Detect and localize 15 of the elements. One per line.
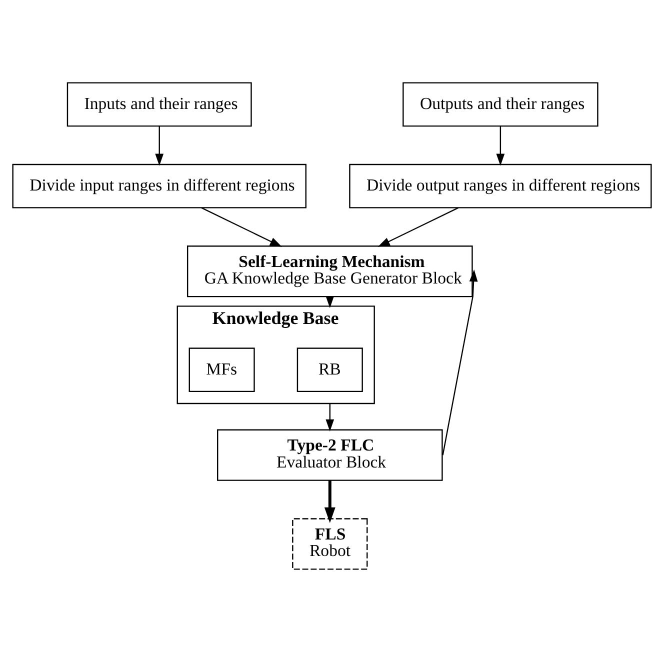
arrow [496, 126, 505, 166]
arrow [155, 126, 164, 166]
node-box: Inputs and their ranges [66, 82, 252, 127]
node-box: Divide input ranges in different regions [12, 164, 306, 208]
node-box: FLS Robot [292, 518, 368, 570]
node-box: Divide output ranges in different regions [349, 164, 652, 208]
node-box: MFs [188, 348, 255, 392]
arrow [442, 270, 478, 456]
arrow [326, 403, 334, 432]
arrow [378, 207, 459, 247]
arrow [324, 480, 336, 524]
arrow [201, 207, 282, 247]
node-box: Outputs and their ranges [402, 82, 598, 127]
node-box: Type-2 FLC Evaluator Block [217, 429, 443, 481]
node-box: RB [296, 348, 363, 392]
